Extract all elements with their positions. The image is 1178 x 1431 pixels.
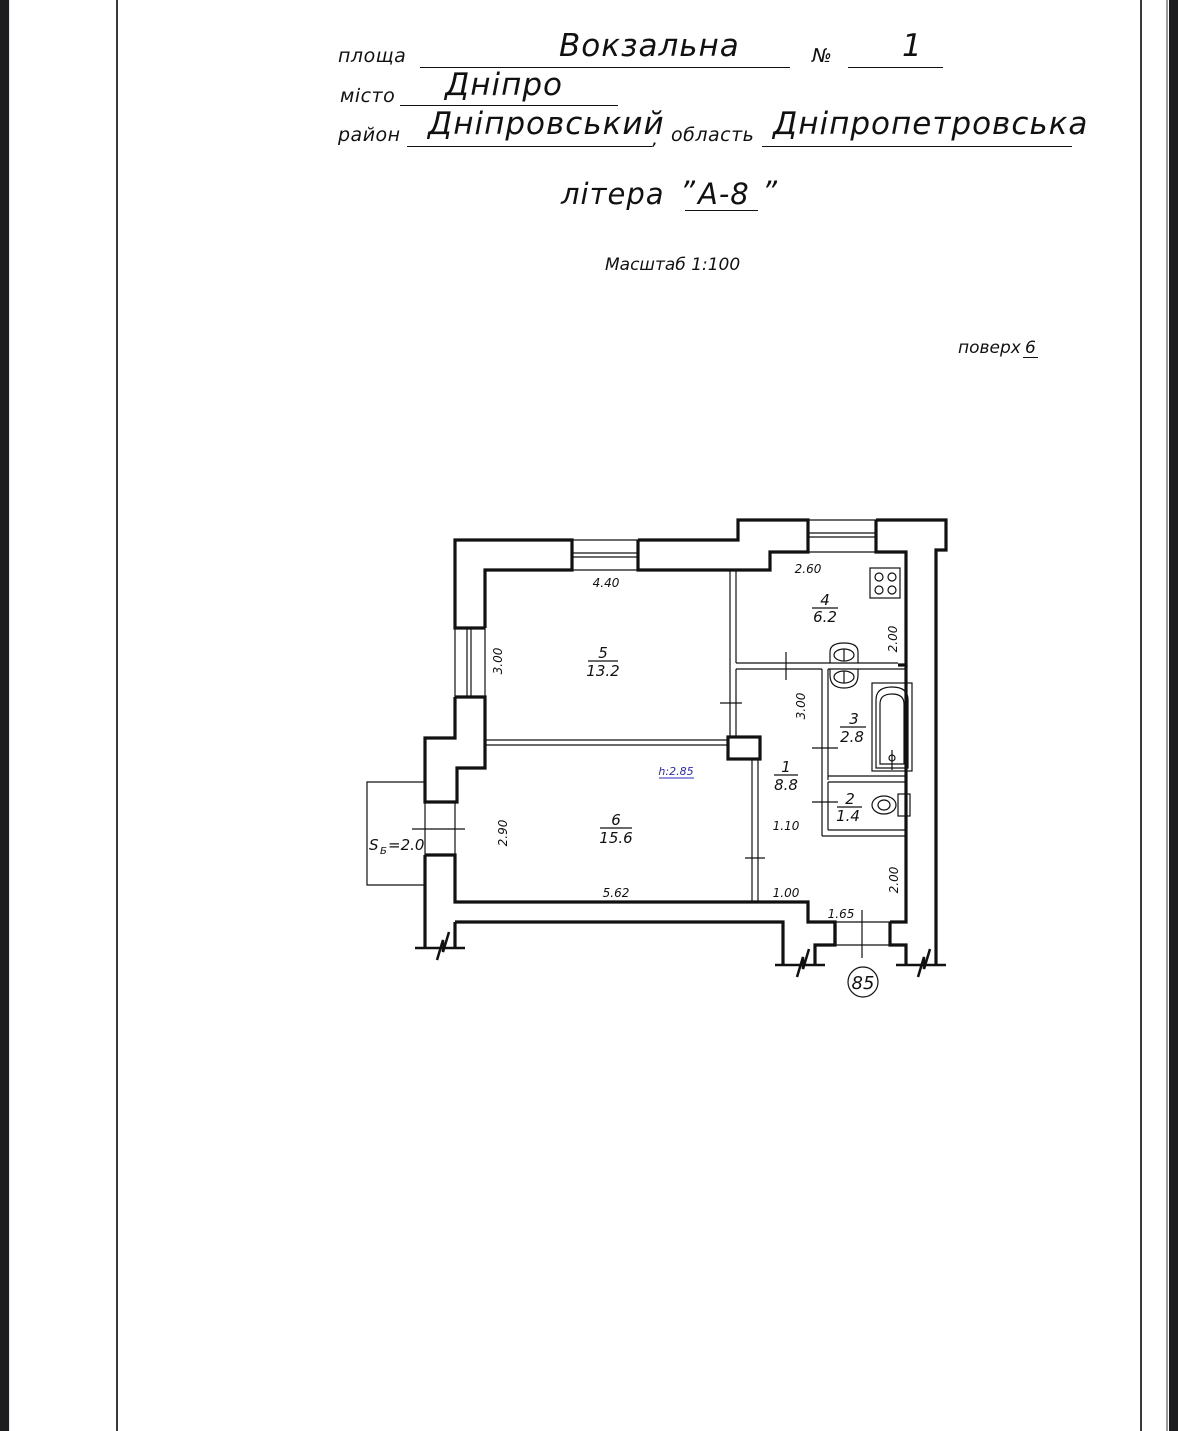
region-underline: [762, 146, 1072, 147]
page-border-right: [1140, 0, 1142, 1431]
dim-room6-depth: 2.90: [496, 819, 510, 846]
floor-underline: [1023, 357, 1038, 358]
viewer-right-edge: [1169, 0, 1178, 1431]
page-shadow-right: [1166, 0, 1168, 1431]
region-value: Дніпропетровська: [773, 106, 1089, 142]
scale-label: Масштаб 1:100: [605, 255, 741, 275]
dim-kitchen-width: 2.60: [795, 562, 822, 576]
district-label: район: [338, 124, 401, 146]
balcony-area-subscript: Б: [380, 846, 387, 857]
floor-label: поверх: [958, 338, 1021, 358]
stair-number: 85: [852, 973, 875, 994]
room-5-area: 13.2: [586, 662, 619, 680]
room-4-number: 4: [820, 591, 830, 609]
district-underline: [407, 146, 652, 147]
room-4-area: 6.2: [813, 608, 837, 626]
room-5-number: 5: [598, 644, 608, 662]
room-labels: 5 13.2 6 15.6 4 6.2 3 2.8 2 1.4 1 8.8: [586, 591, 866, 847]
room-2-number: 2: [845, 790, 855, 808]
square-underline: [420, 67, 790, 68]
dim-room6-width: 5.62: [603, 886, 630, 900]
letter-underline: [685, 210, 758, 211]
balcony-area-symbol: S: [369, 836, 379, 854]
dim-hall-width-a: 1.10: [773, 819, 800, 833]
room-1-number: 1: [781, 758, 791, 776]
dim-entrance-width: 1.65: [828, 907, 855, 921]
dim-room5-width: 4.40: [593, 576, 620, 590]
letter-value: А-8: [698, 177, 750, 211]
viewer-left-edge: [0, 0, 9, 1431]
room-6-number: 6: [611, 811, 621, 829]
room-3-area: 2.8: [840, 728, 864, 746]
room-2-area: 1.4: [836, 807, 860, 825]
page-border-left: [116, 0, 118, 1431]
floor-value: 6: [1025, 338, 1036, 358]
number-value: 1: [902, 28, 923, 64]
room-6-area: 15.6: [599, 829, 632, 847]
number-label: №: [812, 45, 833, 67]
dim-kitchen-depth: 2.00: [886, 625, 900, 652]
square-label: площа: [338, 45, 407, 67]
district-comma: ,: [652, 128, 659, 150]
balcony-area-value: =2.0: [388, 836, 424, 854]
district-value: Дніпровський: [428, 106, 665, 142]
room-1-area: 8.8: [774, 776, 798, 794]
square-value: Вокзальна: [559, 28, 740, 64]
letter-label: літера: [561, 177, 665, 211]
ceiling-height: h:2.85: [658, 765, 693, 778]
city-value: Дніпро: [445, 67, 564, 103]
city-label: місто: [340, 85, 396, 107]
dim-corridor-depth: 2.00: [887, 866, 901, 893]
dim-hall-width-b: 1.00: [773, 886, 800, 900]
room-3-number: 3: [849, 710, 859, 728]
region-label: область: [671, 124, 755, 146]
page-left-margin: [9, 0, 117, 1431]
city-underline: [400, 105, 618, 106]
number-underline: [848, 67, 943, 68]
dim-room5-depth: 3.00: [491, 647, 505, 674]
letter-quote-close: ”: [762, 175, 779, 209]
letter-quote-open: ”: [680, 175, 697, 209]
dim-hall-depth: 3.00: [794, 692, 808, 719]
